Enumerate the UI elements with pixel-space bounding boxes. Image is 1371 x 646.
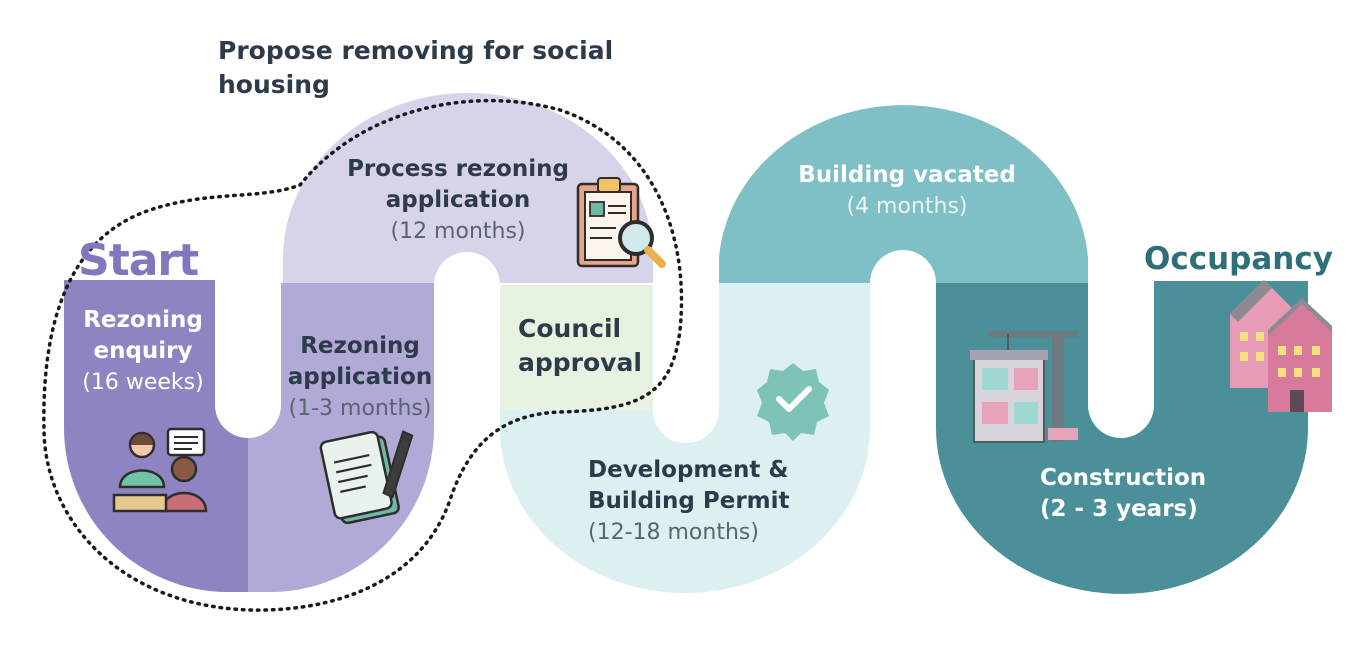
start-label: Start [78, 235, 199, 286]
step-rezoning-application: Rezoning application (1-3 months) [272, 331, 448, 424]
segment-process-rezoning [283, 93, 653, 285]
segment-building-vacated [719, 105, 1088, 283]
step-duration: (2 - 3 years) [1040, 496, 1198, 522]
segment-rezoning-enquiry [64, 280, 248, 592]
step-title-line2: application [385, 187, 531, 213]
step-council-approval: Council approval [518, 312, 658, 380]
step-rezoning-enquiry: Rezoning enquiry (16 weeks) [64, 305, 222, 398]
bracket-title: Propose removing for social housing [218, 36, 614, 99]
end-label: Occupancy [1144, 241, 1333, 277]
step-title-line1: Council [518, 314, 622, 343]
segment-development-permit [500, 283, 870, 593]
step-title-line2: enquiry [93, 338, 193, 364]
step-duration: (16 weeks) [82, 370, 204, 395]
crane-icon [970, 331, 1078, 443]
step-development-permit: Development & Building Permit (12-18 mon… [588, 455, 818, 548]
step-title-line2: Building Permit [588, 488, 790, 514]
clipboard-search-icon [576, 177, 666, 268]
step-title-line1: Construction [1040, 465, 1207, 491]
step-duration: (12 months) [390, 219, 526, 244]
step-duration: (4 months) [846, 194, 968, 219]
social-housing-dotted-outline [42, 98, 684, 612]
step-duration: (12-18 months) [588, 520, 759, 545]
checkmark-badge-icon [757, 363, 829, 441]
document-pen-icon [319, 430, 414, 525]
step-title-line2: application [287, 364, 433, 390]
step-process-rezoning: Process rezoning application (12 months) [332, 154, 584, 247]
apartment-building-icon [1230, 280, 1332, 412]
step-duration: (1-3 months) [288, 396, 432, 421]
step-title-line1: Development & [588, 457, 789, 483]
step-title-line1: Rezoning [300, 333, 420, 359]
step-title-line1: Process rezoning [347, 156, 569, 182]
consultation-icon [112, 427, 208, 513]
step-title-line1: Rezoning [83, 307, 203, 333]
step-building-vacated: Building vacated (4 months) [780, 160, 1034, 222]
step-construction: Construction (2 - 3 years) [1040, 463, 1230, 525]
step-title-line1: Building vacated [798, 162, 1016, 188]
segment-council-approval [500, 285, 653, 410]
step-title-line2: approval [518, 348, 642, 377]
